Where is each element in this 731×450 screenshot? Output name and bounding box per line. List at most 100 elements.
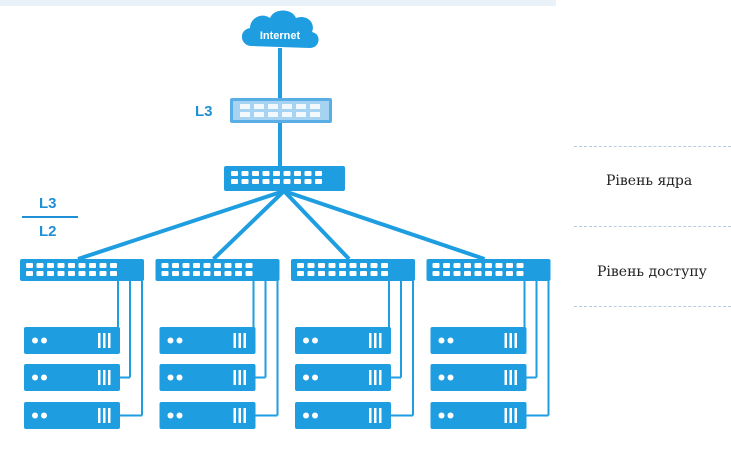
server-led [167, 412, 174, 419]
access-switch-port [110, 271, 117, 276]
access-switch-port [235, 271, 242, 276]
server-icon [159, 327, 256, 354]
access-switch-port [506, 263, 513, 268]
server-led [176, 337, 183, 344]
access-switch-port [224, 263, 232, 268]
access-switch-port [99, 271, 107, 276]
server-led [447, 374, 454, 381]
access-switch-port [78, 271, 86, 276]
core-switch-port [273, 179, 280, 184]
server-led [312, 374, 318, 381]
server-led [438, 374, 445, 381]
core-switch-port [231, 171, 238, 176]
server-bay [108, 370, 111, 385]
server-led [32, 412, 38, 419]
access-switch-port [203, 263, 211, 268]
server-icon [295, 364, 391, 391]
server-icon [430, 327, 527, 354]
access-switch-port [193, 263, 200, 268]
access-switch-port [89, 263, 96, 268]
core-switch-port [294, 171, 301, 176]
access-switch-port [182, 271, 190, 276]
server-led [438, 337, 445, 344]
access-switch-port [57, 271, 65, 276]
access-switch-port [110, 263, 117, 268]
access-switch-port [381, 271, 388, 276]
server-led [32, 374, 38, 381]
access-switch-port [318, 271, 325, 276]
core-level-label: Рівень ядра [606, 173, 693, 189]
access-switch-port [68, 263, 75, 268]
access-switch-port [495, 271, 503, 276]
server-bay [103, 370, 106, 385]
core-switch-port [294, 179, 301, 184]
router-port [296, 104, 306, 109]
server-body [430, 402, 527, 429]
server-icon [159, 364, 256, 391]
access-switch-port [370, 263, 378, 268]
router-port [296, 112, 306, 117]
core-switch-port [283, 179, 291, 184]
level-separator-top [574, 146, 731, 147]
access-switch-icon [20, 259, 144, 281]
access-switch-port [516, 271, 524, 276]
server-led [447, 412, 454, 419]
server-bay [369, 408, 372, 423]
switch-icon [224, 166, 345, 191]
core-access-link [212, 189, 286, 261]
access-level-label: Рівень доступу [597, 264, 707, 280]
access-switch-port [495, 263, 503, 268]
layer-label-l3: L3 [39, 195, 57, 212]
router-port [268, 112, 278, 117]
access-switch-port [47, 271, 54, 276]
server-led [176, 374, 183, 381]
access-switch-icon [291, 259, 415, 281]
server-bay [514, 333, 517, 348]
router-port [282, 112, 292, 117]
server-led [41, 337, 47, 344]
server-bay [103, 408, 106, 423]
access-switch-port [474, 263, 482, 268]
layer-label-l2: L2 [39, 223, 57, 240]
server-led [447, 337, 454, 344]
access-switch-port [182, 263, 190, 268]
server-bay [108, 333, 111, 348]
server-bay [504, 370, 507, 385]
access-switch-group [155, 259, 280, 429]
core-access-link [283, 189, 486, 261]
router-port [310, 112, 320, 117]
server-bay [108, 408, 111, 423]
core-access-link [282, 189, 351, 261]
server-led [176, 412, 183, 419]
server-bay [379, 408, 382, 423]
server-body [159, 327, 256, 354]
level-separator-middle [574, 226, 731, 227]
server-led [41, 374, 47, 381]
server-bay [504, 333, 507, 348]
diagram-canvas: Internet L3 L3 L2 [0, 0, 556, 429]
server-icon [295, 402, 391, 429]
server-bay [509, 333, 512, 348]
access-switch-port [203, 271, 211, 276]
server-bay [379, 333, 382, 348]
access-switch-icon [426, 259, 551, 281]
core-switch-port [315, 171, 322, 176]
server-bay [243, 408, 246, 423]
server-bay [374, 370, 377, 385]
core-switch-port [283, 171, 291, 176]
access-switch-port [161, 271, 169, 276]
access-switch-port [172, 263, 179, 268]
access-switch-port [78, 263, 86, 268]
access-switch-port [432, 263, 440, 268]
router-port [254, 104, 264, 109]
server-body [430, 327, 527, 354]
access-switch-port [506, 271, 513, 276]
access-switch-port [485, 263, 492, 268]
router-port [240, 104, 250, 109]
router-port [240, 112, 250, 117]
router-port [310, 104, 320, 109]
access-switch-port [89, 271, 96, 276]
access-switch-port [328, 271, 336, 276]
server-led [167, 374, 174, 381]
